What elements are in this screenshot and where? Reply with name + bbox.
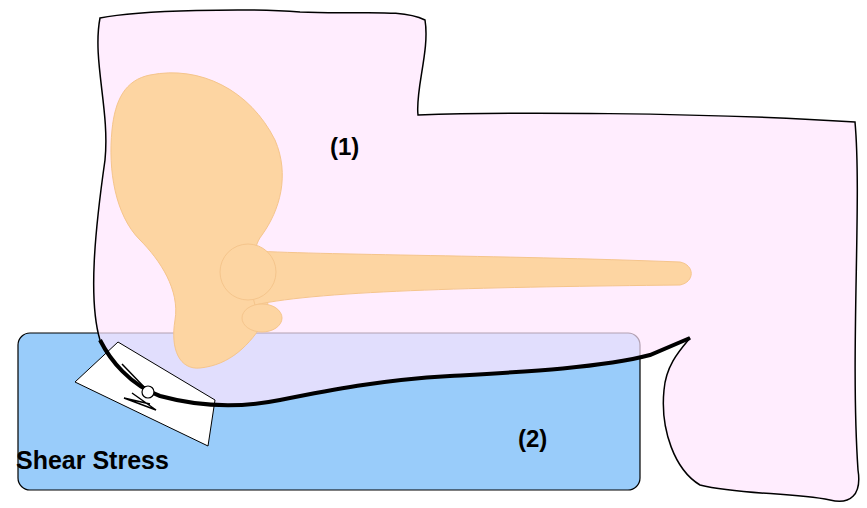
part-label: Shear Stress <box>16 446 169 475</box>
pelvis-bone <box>111 73 282 368</box>
callout-number: (2) <box>518 425 547 453</box>
shear-arrows <box>122 364 156 410</box>
shear-point <box>142 386 154 398</box>
callout-number: (1) <box>330 133 359 161</box>
body-region: (1) <box>90 5 865 505</box>
trochanter <box>242 304 282 332</box>
body-region-shape <box>90 5 865 505</box>
femur-bone <box>240 250 691 305</box>
femur-head <box>220 244 276 300</box>
